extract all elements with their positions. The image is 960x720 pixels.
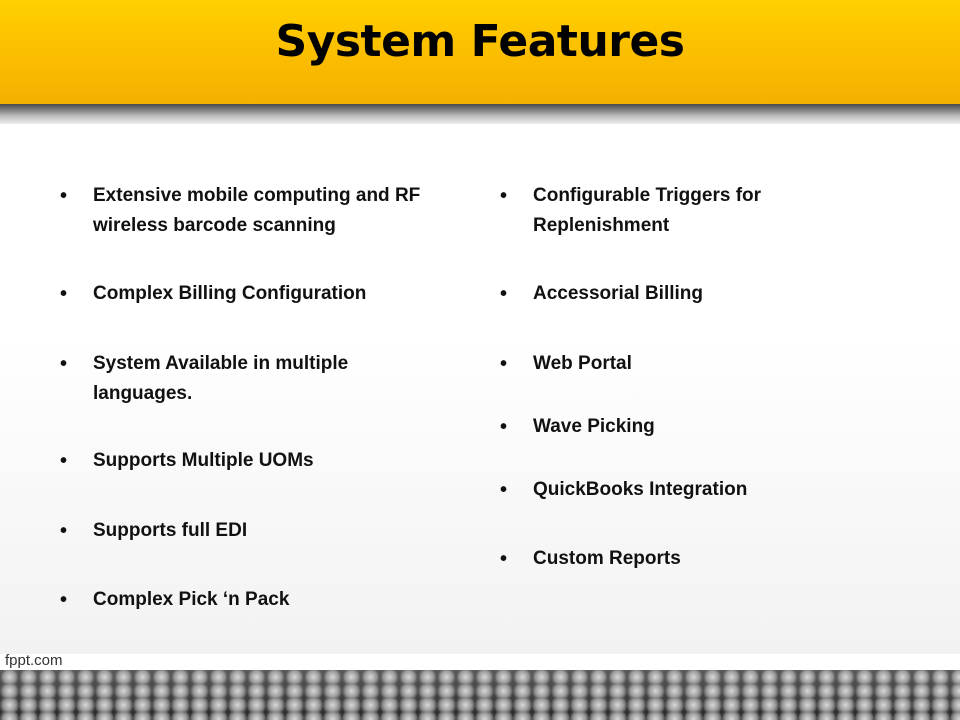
feature-text: Web Portal <box>533 353 632 374</box>
feature-item-right-6: • Custom Reports <box>500 544 900 574</box>
feature-item-left-1: • Extensive mobile computing and RF wire… <box>60 181 460 241</box>
feature-text: Complex Billing Configuration <box>93 283 367 304</box>
feature-text: QuickBooks Integration <box>533 479 748 500</box>
feature-text: System Available in multiple languages. <box>93 353 349 404</box>
bullet-icon: • <box>500 548 508 570</box>
bullet-icon: • <box>60 520 68 542</box>
feature-text: Accessorial Billing <box>533 283 704 304</box>
footer-metal-pattern <box>0 670 960 720</box>
feature-text: Supports Multiple UOMs <box>93 450 314 471</box>
feature-text: Custom Reports <box>533 548 681 569</box>
feature-text: Extensive mobile computing and RF wirele… <box>93 185 421 236</box>
feature-text: Configurable Triggers for Replenishment <box>533 185 762 236</box>
feature-item-left-4: • Supports Multiple UOMs <box>60 446 460 476</box>
bullet-icon: • <box>500 479 508 501</box>
feature-item-right-3: • Web Portal <box>500 349 900 379</box>
feature-item-right-5: • QuickBooks Integration <box>500 475 900 505</box>
feature-text: Complex Pick ‘n Pack <box>93 589 290 610</box>
bullet-icon: • <box>60 589 68 611</box>
feature-item-right-1: • Configurable Triggers for Replenishmen… <box>500 181 820 241</box>
title-bar <box>0 0 960 104</box>
slide-content-area <box>0 124 960 654</box>
bullet-icon: • <box>60 283 68 305</box>
bullet-icon: • <box>60 353 68 375</box>
feature-item-left-3: • System Available in multiple languages… <box>60 349 400 409</box>
slide-title: System Features <box>275 16 686 67</box>
bullet-icon: • <box>60 450 68 472</box>
bullet-icon: • <box>60 185 68 207</box>
feature-text: Wave Picking <box>533 416 655 437</box>
feature-item-left-2: • Complex Billing Configuration <box>60 279 460 309</box>
bullet-icon: • <box>500 416 508 438</box>
bullet-icon: • <box>500 283 508 305</box>
feature-item-right-4: • Wave Picking <box>500 412 900 442</box>
bullet-icon: • <box>500 185 508 207</box>
feature-item-left-6: • Complex Pick ‘n Pack <box>60 585 460 615</box>
feature-text: Supports full EDI <box>93 520 248 541</box>
bullet-icon: • <box>500 353 508 375</box>
footer-brand-text: fppt.com <box>5 652 63 669</box>
feature-item-left-5: • Supports full EDI <box>60 516 460 546</box>
title-bar-shadow <box>0 104 960 124</box>
feature-item-right-2: • Accessorial Billing <box>500 279 900 309</box>
